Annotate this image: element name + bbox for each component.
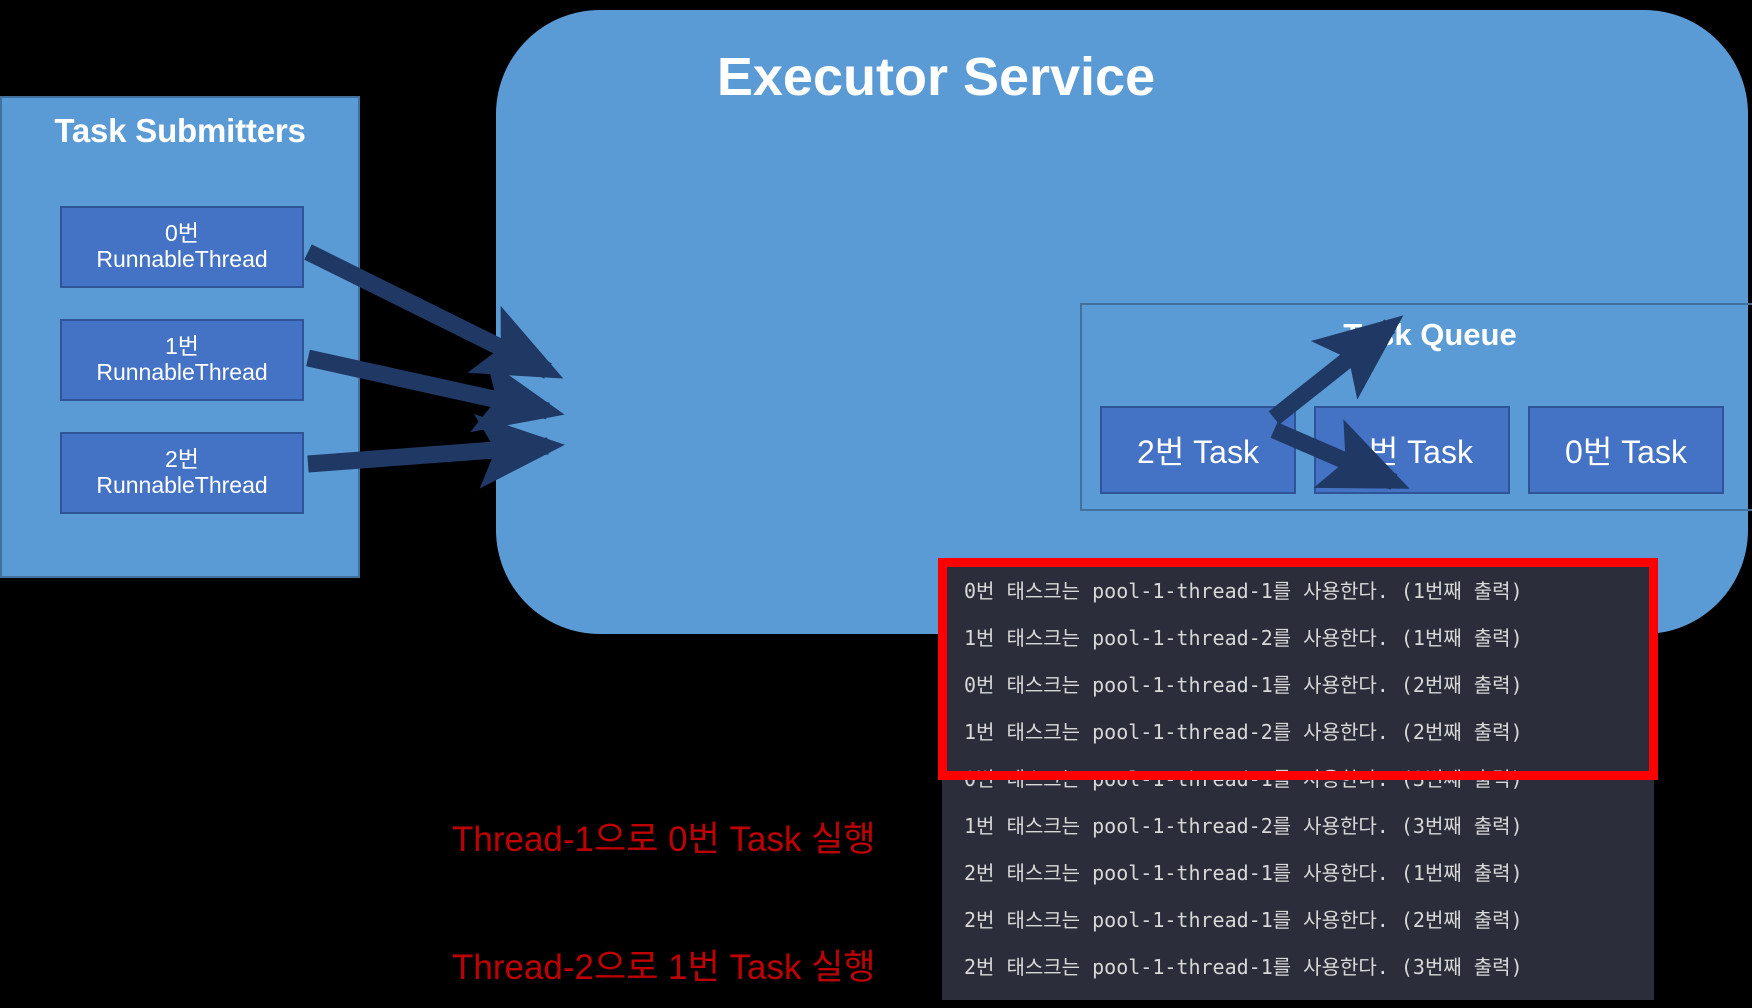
console-line: 1번 태스크는 pool-1-thread-2를 사용한다. (1번째 출력) (964, 626, 1523, 650)
console-line: 1번 태스크는 pool-1-thread-2를 사용한다. (3번째 출력) (964, 814, 1523, 838)
console-line: 0번 태스크는 pool-1-thread-1를 사용한다. (3번째 출력) (964, 767, 1523, 791)
annotation-text: Thread-1으로 0번 Task 실행 Thread-2으로 1번 Task… (452, 734, 876, 1008)
queue-task-box-0[interactable]: 0번 Task (1528, 406, 1724, 494)
submitter-number-0: 0번 (165, 220, 199, 247)
submitter-class-1: RunnableThread (96, 359, 268, 385)
console-line: 2번 태스크는 pool-1-thread-1를 사용한다. (3번째 출력) (964, 955, 1523, 979)
queue-task-box-2[interactable]: 2번 Task (1100, 406, 1296, 494)
console-line: 0번 태스크는 pool-1-thread-1를 사용한다. (2번째 출력) (964, 673, 1523, 697)
executor-service-title: Executor Service (716, 47, 1156, 107)
submitter-class-2: RunnableThread (96, 472, 268, 498)
console-line: 2번 태스크는 pool-1-thread-1를 사용한다. (1번째 출력) (964, 861, 1523, 885)
submitter-box-2[interactable]: 2번 RunnableThread (60, 432, 304, 514)
task-submitters-title: Task Submitters (54, 112, 306, 149)
console-output-panel: 0번 태스크는 pool-1-thread-1를 사용한다. (1번째 출력) 1… (942, 562, 1654, 1000)
annotation-line-1: Thread-1으로 0번 Task 실행 (452, 820, 876, 860)
annotation-line-2: Thread-2으로 1번 Task 실행 (452, 948, 876, 988)
task-queue-title: Task Queue (1343, 317, 1517, 352)
console-line: 2번 태스크는 pool-1-thread-1를 사용한다. (2번째 출력) (964, 908, 1523, 932)
submitter-class-0: RunnableThread (96, 246, 268, 272)
console-line: 0번 태스크는 pool-1-thread-1를 사용한다. (1번째 출력) (964, 579, 1523, 603)
submitter-box-0[interactable]: 0번 RunnableThread (60, 206, 304, 288)
task-submitters-panel: Task Submitters 0번 RunnableThread 1번 Run… (0, 96, 360, 578)
submitter-number-1: 1번 (165, 333, 199, 360)
task-queue-group: Task Queue 2번 Task 1번 Task 0번 Task (1080, 303, 1752, 511)
console-line: 1번 태스크는 pool-1-thread-2를 사용한다. (2번째 출력) (964, 720, 1523, 744)
submitter-number-2: 2번 (165, 446, 199, 473)
submitter-box-1[interactable]: 1번 RunnableThread (60, 319, 304, 401)
queue-task-box-1[interactable]: 1번 Task (1314, 406, 1510, 494)
executor-service-panel: Executor Service Task Queue 2번 Task 1번 T… (496, 10, 1752, 634)
